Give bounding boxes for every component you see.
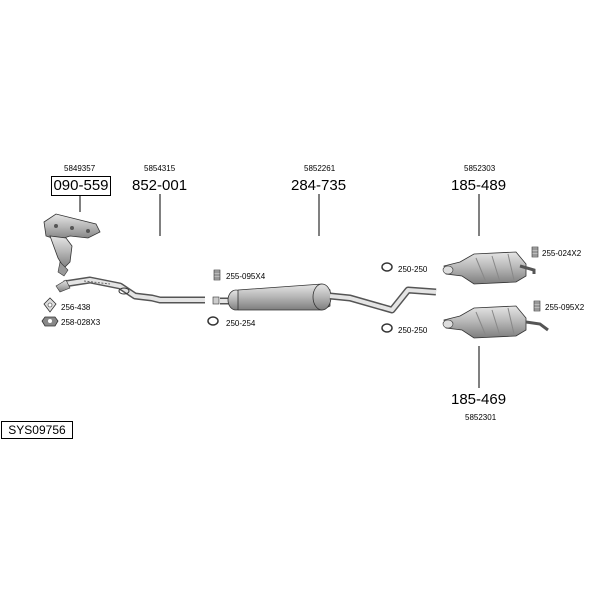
ring-icon[interactable] — [381, 262, 393, 272]
clamp-label[interactable]: 255-095X4 — [226, 272, 266, 281]
manifold-part[interactable] — [43, 213, 101, 277]
middle-silencer-code[interactable]: 284-735 — [291, 177, 346, 194]
front-pipe-part[interactable] — [55, 276, 205, 304]
rear-silencer-upper-oe-number: 5852303 — [464, 164, 496, 173]
clamp-icon[interactable] — [213, 269, 221, 281]
ring-icon[interactable] — [207, 316, 219, 326]
middle-silencer-oe-number: 5852261 — [304, 164, 336, 173]
clamp-label[interactable]: 255-095X2 — [545, 303, 585, 312]
front-pipe-oe-number: 5854315 — [144, 164, 176, 173]
rear-silencer-lower-oe-number: 5852301 — [465, 413, 497, 422]
gasket-label[interactable]: 256-438 — [61, 303, 91, 312]
rear-silencer-upper-code[interactable]: 185-489 — [451, 177, 506, 194]
ring-icon[interactable] — [381, 323, 393, 333]
leader-lines — [79, 194, 480, 388]
clamp-icon[interactable] — [533, 300, 541, 312]
rear-silencer-upper-part[interactable] — [442, 251, 536, 285]
manifold-code[interactable]: 090-559 — [51, 176, 111, 196]
ring-label[interactable]: 250-254 — [226, 319, 256, 328]
clamp-label[interactable]: 255-024X2 — [542, 249, 582, 258]
nut-icon[interactable] — [41, 316, 59, 327]
middle-silencer-part[interactable] — [212, 283, 437, 314]
rear-silencer-lower-part[interactable] — [442, 305, 549, 339]
manifold-oe-number: 5849357 — [64, 164, 96, 173]
front-pipe-code[interactable]: 852-001 — [132, 177, 187, 194]
system-code: SYS09756 — [1, 421, 73, 439]
nut-label[interactable]: 258-028X3 — [61, 318, 101, 327]
rear-silencer-lower-code[interactable]: 185-469 — [451, 391, 506, 408]
gasket-icon[interactable] — [43, 297, 57, 313]
clamp-icon[interactable] — [531, 246, 539, 258]
ring-label[interactable]: 250-250 — [398, 265, 428, 274]
ring-label[interactable]: 250-250 — [398, 326, 428, 335]
